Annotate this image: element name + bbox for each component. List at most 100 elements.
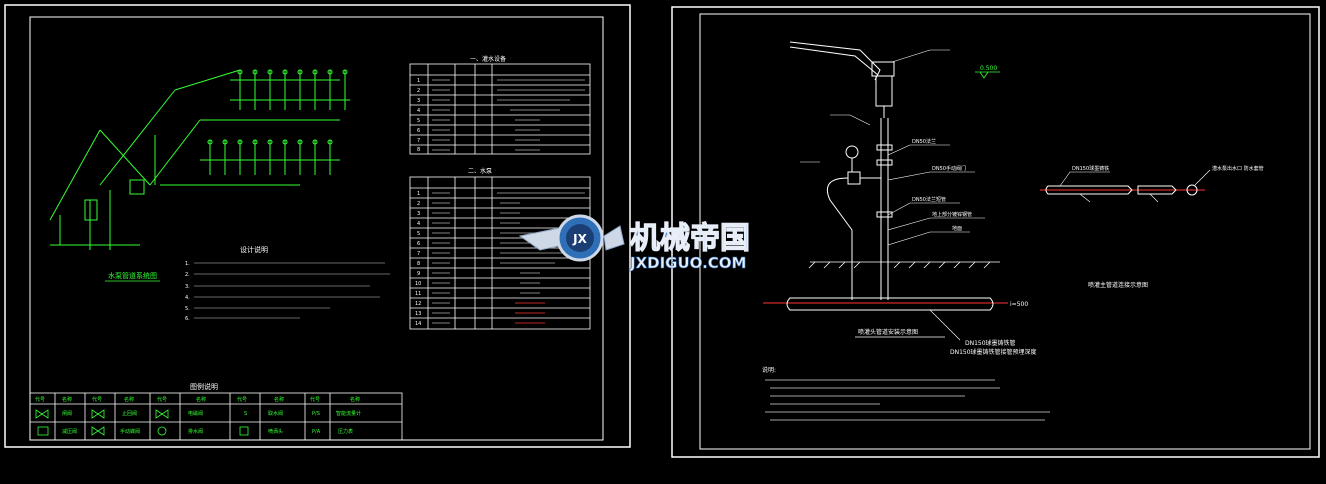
svg-text:压力表: 压力表: [338, 428, 353, 435]
pressure-reducing-valve-icon: [37, 426, 49, 436]
svg-text:DN50手动阀门: DN50手动阀门: [932, 165, 966, 172]
detail-pipe-label: DN150球墨铸铁: [1072, 165, 1109, 172]
main-pipe-label: DN150球墨铸铁管: [965, 339, 1016, 347]
riser-install-caption: 喷灌头管道安装示意图: [858, 328, 918, 336]
svg-text:地面: 地面: [952, 225, 962, 232]
detail-right-label: 潜水泵出水口 防水套管: [1212, 165, 1264, 172]
ground-line: [808, 261, 1000, 269]
pipe-table-row-numbers: 1 2 3 4 5 6 7 8 9 10 11 12 13 14: [415, 191, 421, 327]
svg-text:DN50法兰: DN50法兰: [912, 138, 936, 145]
svg-text:名称: 名称: [196, 396, 206, 403]
riser-pipe-drawing: [826, 118, 893, 300]
connection-detail-caption: 喷灌主管道连接示意图: [1088, 281, 1148, 289]
svg-text:7: 7: [417, 138, 420, 144]
legend-row-1: 闸阀 止回阀 电磁阀 取水阀 智能流量计 S P/S: [62, 410, 361, 417]
svg-text:电磁阀: 电磁阀: [188, 410, 203, 417]
svg-text:代号: 代号: [92, 396, 102, 403]
watermark-chinese-text: 机械帝国: [630, 221, 750, 256]
svg-text:2: 2: [417, 201, 420, 207]
svg-text:7: 7: [417, 251, 420, 257]
equipment-table-title: 一、灌水设备: [470, 55, 506, 63]
drain-valve-icon: [157, 426, 167, 436]
svg-text:智能流量计: 智能流量计: [336, 410, 361, 417]
svg-text:手动蝶阀: 手动蝶阀: [120, 428, 140, 435]
right-sheet-outer-frame: [671, 6, 1320, 458]
legend-headers: 代号 名称 代号 名称 代号 名称 代号 名称 代号 名称: [35, 396, 360, 403]
svg-text:4: 4: [417, 108, 420, 114]
equipment-table: [409, 63, 591, 155]
svg-text:1: 1: [417, 191, 420, 197]
svg-text:3: 3: [417, 211, 420, 217]
design-notes-text-lines: [194, 262, 390, 319]
svg-text:3.: 3.: [185, 284, 190, 290]
legend-title: 图例说明: [190, 382, 218, 391]
svg-text:代号: 代号: [310, 396, 320, 403]
svg-text:9: 9: [417, 271, 420, 277]
design-notes: 1. 2. 3. 4. 5. 6.: [185, 261, 190, 322]
svg-text:止回阀: 止回阀: [122, 410, 137, 417]
left-sheet-outer-frame: [4, 4, 631, 448]
svg-text:11: 11: [415, 291, 421, 297]
svg-text:代号: 代号: [157, 396, 167, 403]
svg-text:地上部分镀锌钢管: 地上部分镀锌钢管: [932, 211, 972, 218]
svg-text:名称: 名称: [62, 396, 72, 403]
butterfly-valve-icon: [91, 426, 105, 436]
svg-text:喷洒头: 喷洒头: [268, 428, 283, 435]
left-sheet: 水泵管道系统图 设计说明 1. 2. 3. 4. 5. 6. 一、灌水设备: [4, 4, 631, 448]
riser-labels: DN50法兰 DN50手动阀门 DN50法兰短管 地上部分镀锌钢管 地面: [912, 138, 972, 232]
watermark-right-wing-icon: [603, 225, 625, 251]
svg-text:S: S: [244, 411, 247, 417]
svg-text:5: 5: [417, 118, 420, 124]
svg-text:名称: 名称: [274, 396, 284, 403]
svg-text:排水阀: 排水阀: [188, 428, 203, 435]
equipment-table-row-numbers: 1 2 3 4 5 6 7 8: [417, 78, 420, 153]
elevation-marker-top: 0.500: [980, 65, 997, 72]
legend-row-2: 减压阀 手动蝶阀 排水阀 喷洒头 压力表 P/A: [62, 428, 353, 435]
svg-text:1.: 1.: [185, 261, 190, 267]
pump-piping-system-diagram: [49, 69, 350, 250]
svg-text:3: 3: [417, 98, 420, 104]
pipe-table-red-entries: [515, 302, 545, 324]
pipe-table: [409, 176, 591, 330]
legend-table: [29, 392, 403, 441]
sprinkler-head-drawing: [789, 41, 895, 118]
svg-text:代号: 代号: [35, 396, 45, 403]
svg-text:10: 10: [415, 281, 421, 287]
svg-text:6: 6: [417, 128, 420, 134]
svg-text:名称: 名称: [350, 396, 360, 403]
gate-valve-icon: [35, 409, 49, 419]
svg-text:12: 12: [415, 301, 421, 307]
equipment-table-cell-text: [432, 79, 585, 151]
sprinkler-head-icon: [239, 426, 249, 436]
svg-text:减压阀: 减压阀: [62, 428, 77, 435]
main-pipe-connection-detail: [1040, 169, 1211, 203]
watermark-emblem-text: JX: [572, 232, 587, 246]
system-diagram-caption: 水泵管道系统图: [108, 271, 157, 280]
main-buried-pipe: [763, 297, 1008, 311]
svg-text:P/S: P/S: [312, 411, 320, 417]
svg-text:6: 6: [417, 241, 420, 247]
svg-text:代号: 代号: [237, 396, 247, 403]
watermark-logo: JX 机械帝国 JXDIGUO.COM: [518, 214, 751, 272]
design-notes-title: 设计说明: [240, 245, 268, 254]
svg-text:1: 1: [417, 78, 420, 84]
svg-text:2.: 2.: [185, 272, 190, 278]
legend-symbols: [35, 409, 249, 436]
svg-text:6.: 6.: [185, 316, 190, 322]
svg-text:13: 13: [415, 311, 421, 317]
watermark-english-text: JXDIGUO.COM: [629, 254, 746, 272]
svg-text:DN50法兰短管: DN50法兰短管: [912, 196, 946, 203]
svg-text:名称: 名称: [124, 396, 134, 403]
main-pipe-note: DN150球墨铸铁管接管预埋深度: [950, 348, 1037, 356]
svg-text:8: 8: [417, 261, 420, 267]
svg-text:4: 4: [417, 221, 420, 227]
right-notes-title: 说明:: [762, 366, 776, 374]
svg-text:闸阀: 闸阀: [62, 410, 72, 417]
right-sheet-inner-frame: [699, 13, 1311, 450]
svg-text:4.: 4.: [185, 295, 190, 301]
svg-text:8: 8: [417, 147, 420, 153]
riser-leader-lines: [800, 49, 985, 246]
svg-text:5: 5: [417, 231, 420, 237]
svg-text:P/A: P/A: [312, 429, 321, 435]
